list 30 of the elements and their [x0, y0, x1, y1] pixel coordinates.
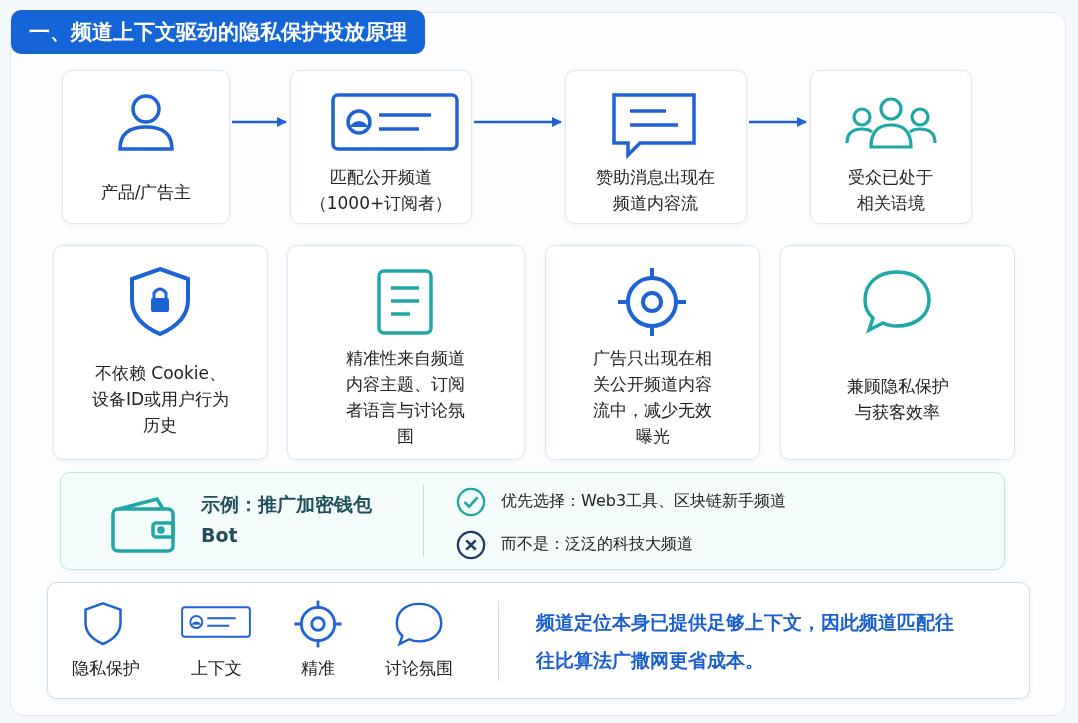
icon-caption: 精准	[300, 657, 336, 680]
summary-text: 频道定位本身已提供足够上下文，因此频道匹配往往比算法广撒网更省成本。	[536, 610, 955, 673]
summary-panel	[47, 582, 1030, 699]
step-card	[810, 70, 972, 224]
arrow	[474, 117, 562, 127]
card-text: 不依赖 Cookie、设备ID或用户行为历史	[90, 361, 231, 437]
step-card	[565, 70, 747, 224]
icon-caption: 上下文	[189, 657, 243, 680]
example-card	[60, 472, 1005, 570]
example-heading: 示例：推广加密钱包 Bot	[201, 492, 373, 548]
section-title: 一、频道上下文驱动的隐私保护投放原理	[11, 10, 425, 54]
icon-caption: 隐私保护	[71, 657, 141, 680]
arrow	[232, 117, 287, 127]
example-note: 优先选择：Web3工具、区块链新手频道	[501, 491, 787, 512]
example-note: 而不是：泛泛的科技大频道	[501, 534, 693, 555]
card-text: 匹配公开频道（1000+订阅者）	[308, 166, 454, 215]
step-card	[287, 245, 525, 460]
step-card	[53, 245, 268, 460]
step-card	[545, 245, 760, 460]
card-text: 广告只出现在相关公开频道内容流中，减少无效曝光	[592, 346, 713, 448]
card-text: 兼顾隐私保护与获客效率	[845, 374, 950, 424]
card-text: 赞助消息出现在频道内容流	[595, 166, 717, 215]
icon-caption: 讨论氛围	[384, 657, 454, 680]
arrow	[749, 117, 807, 127]
card-text: 受众已处于相关语境	[847, 166, 935, 215]
card-text: 精准性来自频道内容主题、订阅者语言与讨论氛围	[345, 346, 467, 448]
card-text: 产品/广告主	[100, 181, 192, 204]
step-card	[62, 70, 230, 224]
step-card	[290, 70, 472, 224]
step-card	[780, 245, 1015, 460]
